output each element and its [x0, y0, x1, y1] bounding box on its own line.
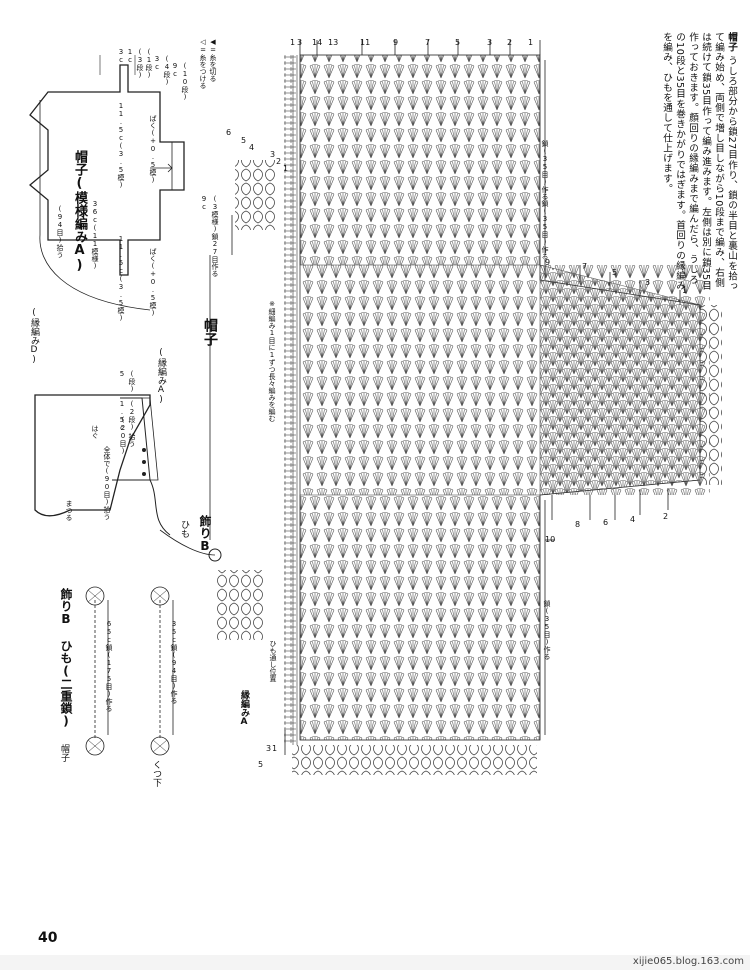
main-string-pos: ひも通し位置: [269, 640, 277, 682]
row-labels-low-item: 4: [630, 515, 636, 524]
row-labels-top-item: 1: [290, 38, 296, 47]
dim-9c: 9c: [171, 62, 179, 78]
hat-plan-side-1: 11.5c(3.5模): [117, 102, 125, 189]
main-chain-label-2: 鎖(35目)作る: [541, 200, 549, 260]
deco-hat-label: 帽子: [59, 744, 69, 762]
row-labels-mid-item: 1: [682, 286, 688, 295]
row-labels-top-item: 3: [487, 38, 493, 47]
dim-rows-4: (10段): [181, 62, 189, 101]
deco-hat-chain: 65c鎖(175目)作る: [105, 620, 113, 712]
watermark: xijie065.blog.163.com: [632, 956, 744, 967]
dim-3c: 3c: [117, 48, 125, 64]
row-labels-mid-item: 3: [645, 278, 651, 287]
deco-title: 飾りB ひも(二重鎖): [59, 588, 73, 728]
row-labels-top-item: 1: [528, 38, 534, 47]
side-dim-15-rows: (2段): [128, 400, 136, 431]
side-deco-b: 飾りB: [198, 515, 212, 553]
main-back-chain: 9c: [200, 195, 208, 211]
row-labels-bottom-item: 3: [266, 744, 272, 753]
row-labels-top-item: 11: [360, 38, 371, 47]
row-labels-top-item: 14: [312, 38, 323, 47]
hat-plan-edging-label: (縁編みD): [29, 308, 39, 365]
main-edging-a: 縁編みA: [239, 690, 249, 727]
row-labels-bottom-item: 1: [272, 744, 278, 753]
main-back-chain-sub: (3模様)鎖27目作る: [211, 195, 219, 277]
main-chart: [209, 40, 722, 775]
row-labels-side-item: 1: [283, 164, 289, 173]
dim-rows-2: (1段): [145, 48, 153, 79]
page-number: 40: [38, 930, 58, 946]
row-labels-side-item: 5: [241, 136, 247, 145]
instruction-lead: 帽子: [726, 32, 737, 53]
main-chart-note: ※細編み1目に1ずつ長々編みを編む: [268, 300, 276, 422]
instruction-text: 帽子 うしろ部分から鎖27目作り、鎖の半目と裏山を拾って編み始め、両側で増し目し…: [626, 32, 738, 292]
row-labels-top-item: 3: [297, 38, 303, 47]
side-wrap: まつる: [65, 500, 73, 521]
watermark-bar: [0, 955, 750, 970]
side-dim-5-rows: (段): [128, 370, 136, 393]
side-edging-a: (縁編みA): [156, 348, 166, 405]
hat-plan-top-label: 36c(11模様): [91, 200, 99, 270]
side-string: ひも: [179, 520, 189, 538]
side-whole: 全体で(90目)拾う: [103, 446, 111, 520]
side-hagu: はぐ: [91, 425, 99, 439]
row-labels-side-item: 3: [270, 150, 276, 159]
row-labels-side-item: 6: [226, 128, 232, 137]
hat-plan-title: 帽子(模様編みA): [72, 150, 87, 273]
dim-rows-3: (4段): [163, 55, 171, 86]
row-labels-low-item: 8: [575, 520, 581, 529]
deco-b-chains: [85, 586, 174, 756]
row-labels-top-item: 13: [328, 38, 339, 47]
row-labels-low-item: 6: [603, 518, 609, 527]
instruction-body: うしろ部分から鎖27目作り、鎖の半目と裏山を拾って編み始め、両側で増し目しながら…: [661, 32, 737, 292]
deco-sock-label: くつ下: [151, 760, 161, 787]
side-dim-15: 1.5c: [118, 400, 126, 432]
deco-sock-chain: 35c鎖(94目)作る: [170, 620, 178, 704]
hood-side-view: [34, 394, 222, 562]
row-labels-side-item: 2: [276, 157, 282, 166]
legend-cut: ◀=糸を切る: [209, 38, 217, 82]
row-labels-top-item: 2: [507, 38, 513, 47]
main-chain-label-3: 鎖(35目)作る: [543, 600, 551, 660]
dim-rows-1: (3段): [136, 48, 144, 79]
row-labels-mid-item: 7: [582, 262, 588, 271]
hat-plan-diagram: [28, 55, 185, 311]
row-labels-top-item: 9: [393, 38, 399, 47]
row-labels-low-item: 10: [545, 535, 556, 544]
dim-3c-b: 3c: [153, 55, 161, 71]
row-labels-low-item: 2: [663, 512, 669, 521]
legend-attach: ◁=糸をつける: [199, 38, 207, 89]
side-pick-20: (20目): [119, 416, 127, 455]
row-labels-mid-item: 5: [612, 268, 618, 277]
row-labels-top-item: 5: [455, 38, 461, 47]
row-labels-bottom-item: 5: [258, 760, 264, 769]
dim-1c: 1c: [126, 48, 134, 64]
side-pick-label: 拾う: [128, 433, 136, 447]
hat-plan-inc-2: ぱく(+0.5模): [149, 248, 157, 317]
hat-plan-inc-1: ぱく(+0.5模): [149, 115, 157, 184]
hat-plan-side-2: 11.5c(3.5模): [117, 235, 125, 322]
row-labels-side-item: 4: [249, 143, 255, 152]
main-chain-label: 鎖(35目)作る: [541, 140, 549, 200]
side-dim-5: 5: [118, 370, 126, 378]
row-labels-mid-item: 9: [545, 258, 551, 267]
hat-plan-top-sub: (94目)拾う: [56, 205, 64, 258]
row-labels-top-item: 7: [425, 38, 431, 47]
main-chart-title: 帽子: [202, 318, 218, 346]
